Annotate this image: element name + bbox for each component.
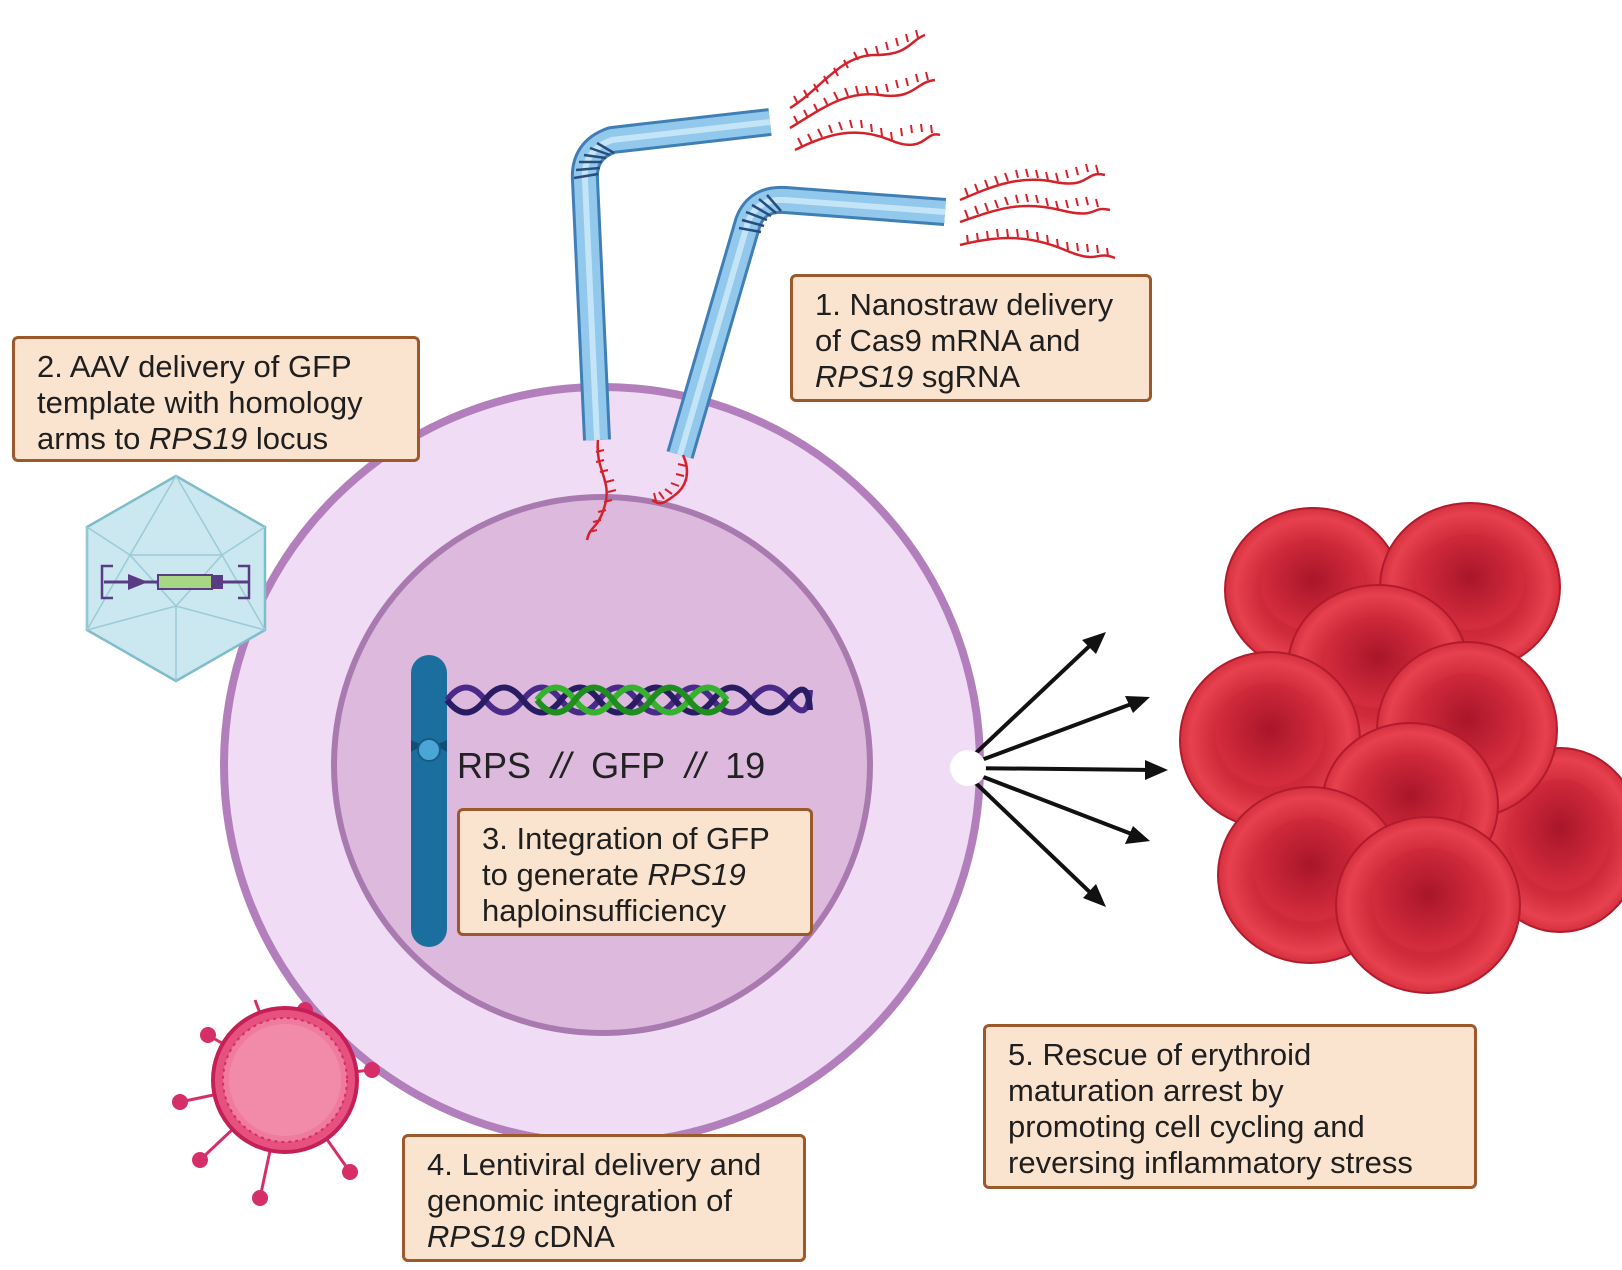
step4-box: 4. Lentiviral delivery and genomic integ…: [402, 1134, 806, 1262]
step4-line3: RPS19 cDNA: [427, 1219, 785, 1255]
step5-line1: 5. Rescue of erythroid: [1008, 1037, 1312, 1072]
red-blood-cell-icon: [1179, 651, 1361, 829]
nanostraw-icon: [666, 185, 947, 459]
step1-box: 1. Nanostraw delivery of Cas9 mRNA and R…: [790, 274, 1152, 402]
dna-label-rps: RPS: [457, 745, 532, 786]
dna-label-separator: //: [551, 745, 572, 786]
arrows: [950, 632, 1168, 907]
step1-line2: of Cas9 mRNA and: [815, 323, 1081, 358]
step3-line3: haploinsufficiency: [482, 893, 727, 928]
mrna-strand-icon: [588, 29, 1109, 533]
step3-line2: to generate RPS19: [482, 857, 792, 893]
step4-line1: 4. Lentiviral delivery and: [427, 1147, 762, 1182]
arrow-icon: [959, 697, 1146, 770]
aav-capsid-icon: [85, 474, 267, 683]
step3-box: 3. Integration of GFP to generate RPS19 …: [457, 808, 813, 936]
step2-line3-rest: locus: [247, 421, 329, 456]
step5-line2: maturation arrest by: [1008, 1073, 1284, 1108]
arrow-icon: [959, 766, 1146, 841]
red-blood-cell-icon: [1335, 816, 1521, 994]
dna-label-gfp: GFP: [591, 745, 666, 786]
step4-line3-rest: cDNA: [525, 1219, 615, 1254]
dna-template-icon: [100, 564, 251, 600]
step5-box: 5. Rescue of erythroid maturation arrest…: [983, 1024, 1477, 1189]
step2-line1: 2. AAV delivery of GFP: [37, 349, 352, 384]
step4-line2: genomic integration of: [427, 1183, 733, 1218]
step1-line3-rest: sgRNA: [913, 359, 1021, 394]
step5-line3: promoting cell cycling and: [1008, 1109, 1365, 1144]
step5-line4: reversing inflammatory stress: [1008, 1145, 1413, 1180]
arrow-icon: [958, 766, 1101, 903]
nanostraw-icon: [570, 108, 772, 441]
step3-line2-pre: to generate: [482, 857, 648, 892]
chromosome-icon: [411, 655, 447, 947]
step2-line3: arms to RPS19 locus: [37, 421, 399, 457]
arrow-icon: [959, 764, 1164, 775]
gene-name: RPS19: [148, 421, 248, 456]
step2-line2: template with homology: [37, 385, 363, 420]
dna-label: RPS // GFP // 19: [457, 745, 765, 787]
step2-line3-pre: arms to: [37, 421, 149, 456]
dna-label-19: 19: [725, 745, 766, 786]
step1-line3: RPS19 sgRNA: [815, 359, 1131, 395]
gene-name: RPS19: [647, 857, 746, 892]
step2-box: 2. AAV delivery of GFP template with hom…: [12, 336, 420, 462]
gene-name: RPS19: [427, 1219, 526, 1254]
lentivirus-icon: [172, 999, 380, 1206]
red-blood-cells: [1179, 502, 1622, 994]
step3-line1: 3. Integration of GFP: [482, 821, 770, 856]
gene-name: RPS19: [815, 359, 914, 394]
arrow-icon: [958, 635, 1101, 770]
dna-helix-icon: [444, 684, 813, 716]
step1-line1: 1. Nanostraw delivery: [815, 287, 1114, 322]
dna-label-separator: //: [685, 745, 706, 786]
